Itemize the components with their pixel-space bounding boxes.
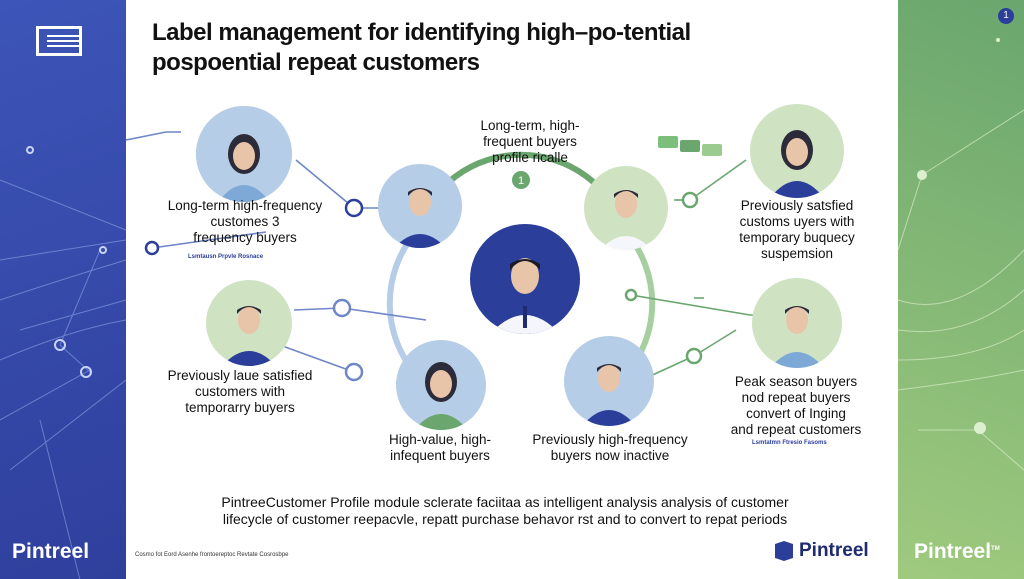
segment-label-bottom-left: High-value, high-infequent buyers	[388, 432, 492, 463]
left-side-panel: Pintreel	[0, 0, 126, 579]
ring-step-marker	[512, 171, 530, 189]
notification-badge[interactable]: 1	[998, 8, 1014, 24]
right-side-panel: PintreelTM	[898, 0, 1024, 579]
network-decoration-left	[0, 146, 126, 579]
avatar-long-term-female	[196, 106, 292, 202]
avatar-high-value	[396, 340, 486, 430]
avatar-center-customer	[470, 224, 580, 334]
tag-icons	[658, 136, 722, 156]
segment-caption-mid-right: Lsmtatmn Ftresio Fasoms	[752, 440, 827, 446]
brand-right: PintreelTM	[914, 540, 1000, 563]
avatar-satisfied-female	[750, 104, 844, 198]
avatar-satisfied-male	[584, 166, 668, 250]
avatar-peak-season	[752, 278, 842, 368]
logo-icon	[775, 541, 793, 561]
avatar-long-term-male	[378, 164, 462, 248]
title-line-1: Label management for identifying high–po…	[152, 19, 691, 46]
segment-caption-top-left: Lsmtausn Prpvle Rosnace	[188, 254, 264, 260]
brand-left: Pintreel	[12, 540, 90, 563]
footer-logo: Pintreel	[775, 540, 869, 562]
avatar-previously-satisfied	[206, 280, 292, 366]
network-decoration-right	[898, 38, 1024, 471]
page-title: Label management for identifying high–po…	[152, 18, 691, 78]
ring-step-number: 1	[518, 175, 524, 187]
footnote: Cosmo fot Eord Asenhe frontoereptoc Revt…	[135, 552, 289, 558]
logo-text: Pintreel	[799, 540, 869, 561]
title-line-2: pospoential repeat customers	[152, 49, 480, 76]
description-text: PintreeCustomer Profile module sclerate …	[221, 494, 789, 527]
menu-icon[interactable]	[36, 26, 82, 56]
avatar-inactive	[564, 336, 654, 426]
